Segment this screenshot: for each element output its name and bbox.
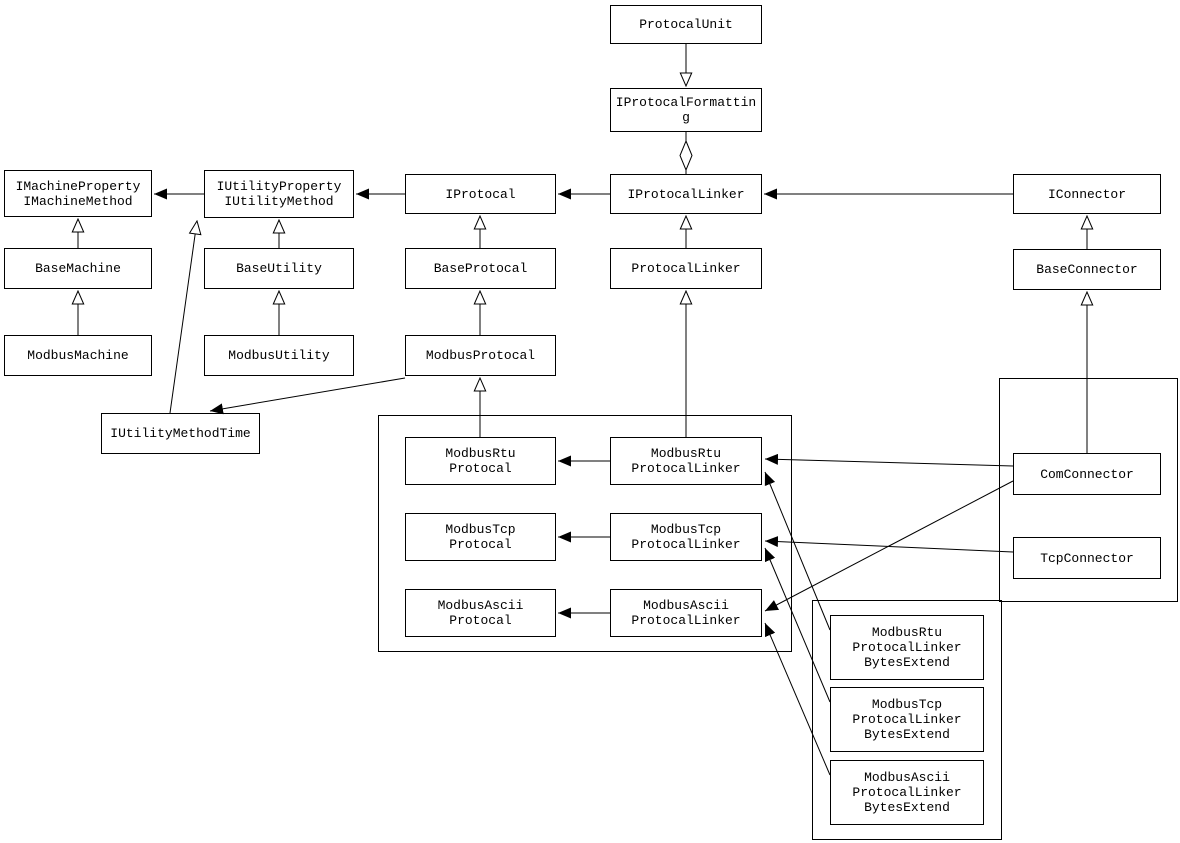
edge-comconnector-asciilinker <box>764 480 1014 612</box>
node-iutility-property-method: IUtilityProperty IUtilityMethod <box>204 170 354 218</box>
edge-iutilitymethodtime-iutility <box>169 221 197 414</box>
node-iprotocal: IProtocal <box>405 174 556 214</box>
node-base-connector: BaseConnector <box>1013 249 1161 290</box>
node-base-utility: BaseUtility <box>204 248 354 289</box>
node-modbus-machine: ModbusMachine <box>4 335 152 376</box>
node-iconnector: IConnector <box>1013 174 1161 214</box>
node-protocal-linker: ProtocalLinker <box>610 248 762 289</box>
node-modbus-rtu-protocal: ModbusRtu Protocal <box>405 437 556 485</box>
node-modbus-tcp-protocal-linker: ModbusTcp ProtocalLinker <box>610 513 762 561</box>
node-modbus-ascii-protocal: ModbusAscii Protocal <box>405 589 556 637</box>
node-iutility-method-time: IUtilityMethodTime <box>101 413 260 454</box>
node-base-protocal: BaseProtocal <box>405 248 556 289</box>
node-modbus-ascii-protocal-linker: ModbusAscii ProtocalLinker <box>610 589 762 637</box>
node-imachine-property-method: IMachineProperty IMachineMethod <box>4 170 152 217</box>
node-iprotocal-linker: IProtocalLinker <box>610 174 762 214</box>
node-base-machine: BaseMachine <box>4 248 152 289</box>
node-modbus-utility: ModbusUtility <box>204 335 354 376</box>
node-com-connector: ComConnector <box>1013 453 1161 495</box>
edge-tcpconnector-tcplinker <box>764 536 1014 553</box>
node-modbus-protocal: ModbusProtocal <box>405 335 556 376</box>
node-modbus-rtu-protocal-linker: ModbusRtu ProtocalLinker <box>610 437 762 485</box>
edge-comconnector-rtulinker <box>764 453 1014 467</box>
node-tcp-connector: TcpConnector <box>1013 537 1161 579</box>
aggregation-diamond <box>679 139 693 172</box>
edge-modbusprotocal-iutilitymethodtime <box>209 377 406 415</box>
node-protocal-unit: ProtocalUnit <box>610 5 762 44</box>
node-modbus-ascii-protocal-linker-bytes-extend: ModbusAscii ProtocalLinker BytesExtend <box>830 760 984 825</box>
node-iprotocal-formatting: IProtocalFormatting <box>610 88 762 132</box>
node-modbus-rtu-protocal-linker-bytes-extend: ModbusRtu ProtocalLinker BytesExtend <box>830 615 984 680</box>
node-modbus-tcp-protocal: ModbusTcp Protocal <box>405 513 556 561</box>
node-modbus-tcp-protocal-linker-bytes-extend: ModbusTcp ProtocalLinker BytesExtend <box>830 687 984 752</box>
